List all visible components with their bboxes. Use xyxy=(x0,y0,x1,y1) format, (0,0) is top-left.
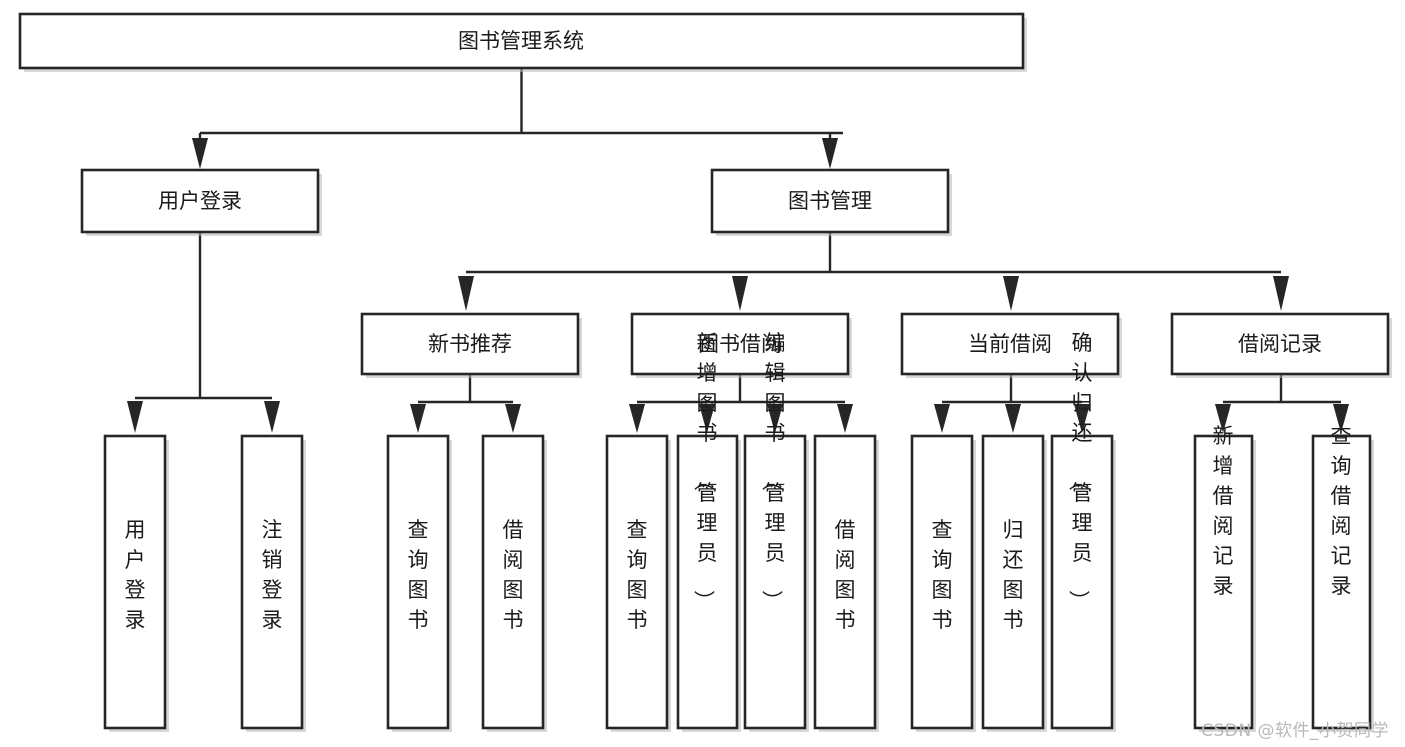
leaf-confirm-return-admin-box[interactable] xyxy=(1050,434,1114,730)
arrow-head-leaf-query-book-3 xyxy=(934,404,950,433)
node-borrow-record[interactable]: 借阅记录 xyxy=(1170,312,1392,378)
node-user-login-label: 用户登录 xyxy=(158,189,242,213)
connector-group-root xyxy=(192,68,843,169)
leaf-logout-login-box[interactable] xyxy=(240,434,304,730)
leaf-node-borrow-book-1[interactable]: 借阅图书 xyxy=(481,434,547,732)
node-book-management-label: 图书管理 xyxy=(788,189,872,213)
node-book-management[interactable]: 图书管理 xyxy=(710,168,952,236)
arrow-head-leaf-confirm-return-admin xyxy=(1074,404,1090,433)
arrow-head-leaf-logout-login xyxy=(264,401,280,433)
leaf-query-borrow-record-label: 查询借阅记录 xyxy=(1331,424,1352,598)
leaf-query-borrow-record-box[interactable] xyxy=(1311,434,1372,730)
node-root-label: 图书管理系统 xyxy=(458,29,584,53)
arrow-head-leaf-add-borrow-record xyxy=(1215,404,1231,433)
leaf-query-book-3-label: 查询图书 xyxy=(932,518,953,632)
connector-group-book-borrow xyxy=(629,374,853,433)
arrow-head-leaf-borrow-book-2 xyxy=(837,404,853,433)
arrow-head-leaf-query-book-1 xyxy=(410,404,426,433)
node-user-login-box[interactable] xyxy=(80,168,320,234)
arrow-head-leaf-borrow-book-1 xyxy=(505,404,521,433)
leaf-return-book-label: 归还图书 xyxy=(1003,518,1024,632)
arrow-head-leaf-query-book-2 xyxy=(629,404,645,433)
node-current-borrow-label: 当前借阅 xyxy=(968,332,1052,356)
node-user-login[interactable]: 用户登录 xyxy=(80,168,322,236)
leaf-node-query-borrow-record[interactable]: 查询借阅记录 xyxy=(1311,424,1374,732)
leaf-add-book-admin-label: 新增图书（管理员） xyxy=(692,331,718,611)
arrow-head-leaf-edit-book-admin xyxy=(767,404,783,433)
arrow-head-leaf-user-login xyxy=(127,401,143,433)
leaf-logout-login-label: 注销登录 xyxy=(262,518,283,632)
leaf-borrow-book-2-box[interactable] xyxy=(813,434,877,730)
leaf-query-book-1-box[interactable] xyxy=(386,434,450,730)
connector-group-book-management xyxy=(458,232,1289,311)
node-root[interactable]: 图书管理系统 xyxy=(18,12,1027,72)
node-borrow-record-box[interactable] xyxy=(1170,312,1390,376)
connector-group-current-borrow xyxy=(934,374,1090,433)
arrow-head-borrow-record xyxy=(1273,276,1289,311)
arrow-head-new-book-recommend xyxy=(458,276,474,311)
leaf-node-query-book-1[interactable]: 查询图书 xyxy=(386,434,452,732)
arrow-head-book-borrow xyxy=(732,276,748,311)
arrow-head-current-borrow xyxy=(1003,276,1019,311)
leaf-node-query-book-2[interactable]: 查询图书 xyxy=(605,434,671,732)
leaf-node-query-book-3[interactable]: 查询图书 xyxy=(910,434,976,732)
node-book-borrow-box[interactable] xyxy=(630,312,850,376)
node-book-management-box[interactable] xyxy=(710,168,950,234)
arrow-head-leaf-add-book-admin xyxy=(699,404,715,433)
arrow-head-user-login xyxy=(192,138,208,169)
leaf-node-add-book-admin[interactable]: 新增图书（管理员） xyxy=(676,331,741,732)
leaf-node-return-book[interactable]: 归还图书 xyxy=(981,434,1047,732)
leaf-node-confirm-return-admin[interactable]: 确认归还（管理员） xyxy=(1050,331,1116,732)
leaf-node-edit-book-admin[interactable]: 编辑图书（管理员） xyxy=(743,331,809,732)
leaf-query-book-2-label: 查询图书 xyxy=(627,518,648,632)
leaf-node-logout-login[interactable]: 注销登录 xyxy=(240,434,306,732)
leaf-return-book-box[interactable] xyxy=(981,434,1045,730)
node-new-book-recommend-box[interactable] xyxy=(360,312,580,376)
leaf-query-book-1-label: 查询图书 xyxy=(408,518,429,632)
connector-group-borrow-record xyxy=(1215,374,1349,433)
leaf-borrow-book-2-label: 借阅图书 xyxy=(835,518,856,632)
leaf-edit-book-admin-label: 编辑图书（管理员） xyxy=(760,331,786,611)
arrow-head-leaf-query-borrow-record xyxy=(1333,404,1349,433)
node-root-box[interactable] xyxy=(18,12,1025,70)
leaf-edit-book-admin-box[interactable] xyxy=(743,434,807,730)
leaf-borrow-book-1-label: 借阅图书 xyxy=(503,518,524,632)
node-book-borrow[interactable]: 图书借阅 xyxy=(630,312,852,378)
leaf-borrow-book-1-box[interactable] xyxy=(481,434,545,730)
leaf-query-book-3-box[interactable] xyxy=(910,434,974,730)
leaf-user-login-label: 用户登录 xyxy=(125,518,146,632)
node-new-book-recommend-label: 新书推荐 xyxy=(428,332,512,356)
node-new-book-recommend[interactable]: 新书推荐 xyxy=(360,312,582,378)
leaf-add-borrow-record-label: 新增借阅记录 xyxy=(1213,424,1234,598)
csdn-watermark: CSDN @软件_小贺同学 xyxy=(1201,721,1389,741)
leaf-add-book-admin-box[interactable] xyxy=(676,434,739,730)
leaf-query-book-2-box[interactable] xyxy=(605,434,669,730)
connector-group-user-login xyxy=(127,232,280,433)
node-book-borrow-label: 图书借阅 xyxy=(698,332,782,356)
leaf-confirm-return-admin-label: 确认归还（管理员） xyxy=(1067,331,1093,611)
leaf-user-login-box[interactable] xyxy=(103,434,167,730)
node-current-borrow[interactable]: 当前借阅 xyxy=(900,312,1122,378)
leaf-add-borrow-record-box[interactable] xyxy=(1193,434,1254,730)
node-current-borrow-box[interactable] xyxy=(900,312,1120,376)
arrow-head-book-management xyxy=(822,138,838,169)
node-borrow-record-label: 借阅记录 xyxy=(1238,332,1322,356)
leaf-node-add-borrow-record[interactable]: 新增借阅记录 xyxy=(1193,424,1256,732)
leaf-node-user-login[interactable]: 用户登录 xyxy=(103,434,169,732)
leaf-node-borrow-book-2[interactable]: 借阅图书 xyxy=(813,434,879,732)
arrow-head-leaf-return-book xyxy=(1005,404,1021,433)
connector-group-new-book-recommend xyxy=(410,374,521,433)
